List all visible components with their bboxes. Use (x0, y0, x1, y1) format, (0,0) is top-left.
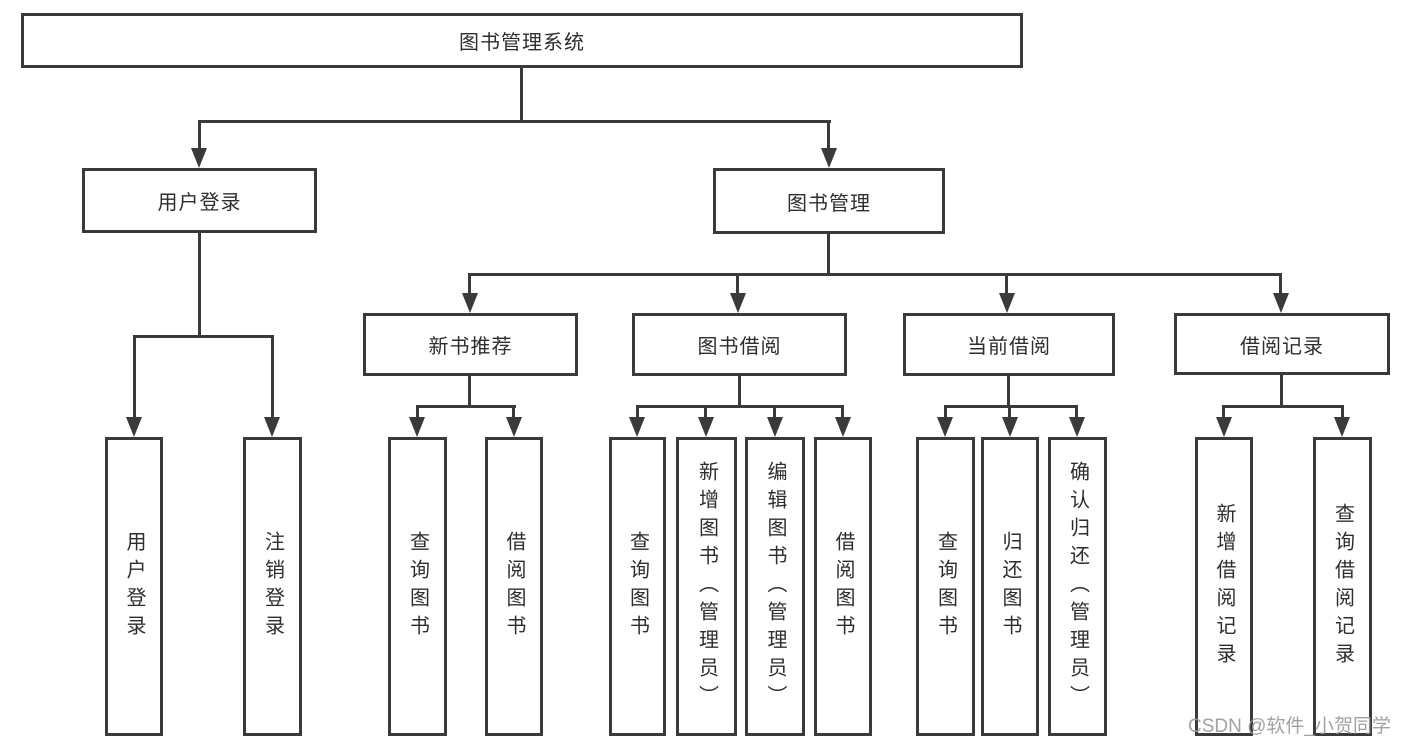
arrow-down-icon (409, 417, 425, 437)
leaf-query-borrow-record: 查询借阅记录 (1313, 437, 1372, 736)
leaf-query-books-current: 查询图书 (916, 437, 975, 736)
node-user-login: 用户登录 (82, 168, 317, 233)
leaf-return-books: 归还图书 (981, 437, 1039, 736)
connector-borrow-records-branch (1222, 405, 1344, 408)
arrow-down-icon (937, 417, 953, 437)
connector-root-stem (520, 68, 523, 122)
arrow-down-icon (506, 417, 522, 437)
connector-leaf-drop (636, 405, 639, 419)
connector-leaf-drop (1222, 405, 1225, 419)
connector-leaf-drop (416, 405, 419, 419)
connector-level2-branch (469, 273, 1282, 276)
arrow-down-icon (698, 417, 714, 437)
connector-module-drop (736, 273, 739, 297)
connector-book-management-stem (827, 234, 830, 276)
connector-leaf-drop (1075, 405, 1078, 419)
arrow-down-icon (1334, 417, 1350, 437)
arrow-down-icon (462, 293, 478, 313)
leaf-logout: 注销登录 (243, 437, 302, 736)
node-new-book-recommend: 新书推荐 (363, 313, 578, 376)
connector-book-management-drop (827, 120, 830, 152)
arrow-down-icon (629, 417, 645, 437)
arrow-down-icon (126, 417, 142, 437)
arrow-down-icon (1069, 417, 1085, 437)
connector-book-borrow-branch (636, 405, 844, 408)
node-library-management-system: 图书管理系统 (21, 13, 1023, 68)
connector-leaf-drop (133, 335, 136, 419)
connector-module-drop (1279, 273, 1282, 297)
connector-module-drop (1005, 273, 1008, 297)
arrow-down-icon (730, 293, 746, 313)
arrow-down-icon (1002, 417, 1018, 437)
connector-user-login-stem (198, 233, 201, 337)
leaf-edit-book-admin: 编辑图书（管理员） (745, 437, 805, 736)
leaf-query-books-recommend: 查询图书 (388, 437, 447, 736)
connector-leaf-drop (841, 405, 844, 419)
leaf-borrow-books-recommend: 借阅图书 (485, 437, 543, 736)
arrow-down-icon (835, 417, 851, 437)
connector-user-login-drop (198, 120, 201, 152)
leaf-confirm-return-admin: 确认归还（管理员） (1048, 437, 1107, 736)
connector-leaf-drop (512, 405, 515, 419)
connector-current-borrow-branch (944, 405, 1078, 408)
connector-module-drop (468, 273, 471, 297)
csdn-watermark: CSDN @软件_小贺同学 (1188, 716, 1391, 737)
leaf-add-borrow-record: 新增借阅记录 (1195, 437, 1253, 736)
connector-user-login-branch (133, 335, 273, 338)
leaf-user-login: 用户登录 (105, 437, 163, 736)
node-book-management: 图书管理 (713, 168, 945, 234)
arrow-down-icon (1273, 293, 1289, 313)
connector-leaf-drop (944, 405, 947, 419)
arrow-down-icon (191, 148, 207, 168)
leaf-query-books-borrow: 查询图书 (609, 437, 666, 736)
connector-leaf-drop (704, 405, 707, 419)
connector-leaf-drop (773, 405, 776, 419)
connector-borrow-records-stem (1280, 375, 1283, 407)
connector-new-book-branch (416, 405, 516, 408)
arrow-down-icon (1216, 417, 1232, 437)
leaf-borrow-books: 借阅图书 (814, 437, 872, 736)
node-book-borrow: 图书借阅 (632, 313, 847, 376)
node-current-borrow: 当前借阅 (903, 313, 1115, 376)
arrow-down-icon (264, 417, 280, 437)
connector-new-book-stem (468, 376, 471, 407)
connector-level1-branch (198, 120, 831, 123)
connector-leaf-drop (271, 335, 274, 419)
arrow-down-icon (767, 417, 783, 437)
arrow-down-icon (821, 148, 837, 168)
connector-book-borrow-stem (738, 376, 741, 407)
node-borrow-records: 借阅记录 (1174, 313, 1390, 375)
connector-leaf-drop (1341, 405, 1344, 419)
arrow-down-icon (999, 293, 1015, 313)
leaf-add-book-admin: 新增图书（管理员） (676, 437, 737, 736)
connector-leaf-drop (1008, 405, 1011, 419)
connector-current-borrow-stem (1007, 376, 1010, 407)
